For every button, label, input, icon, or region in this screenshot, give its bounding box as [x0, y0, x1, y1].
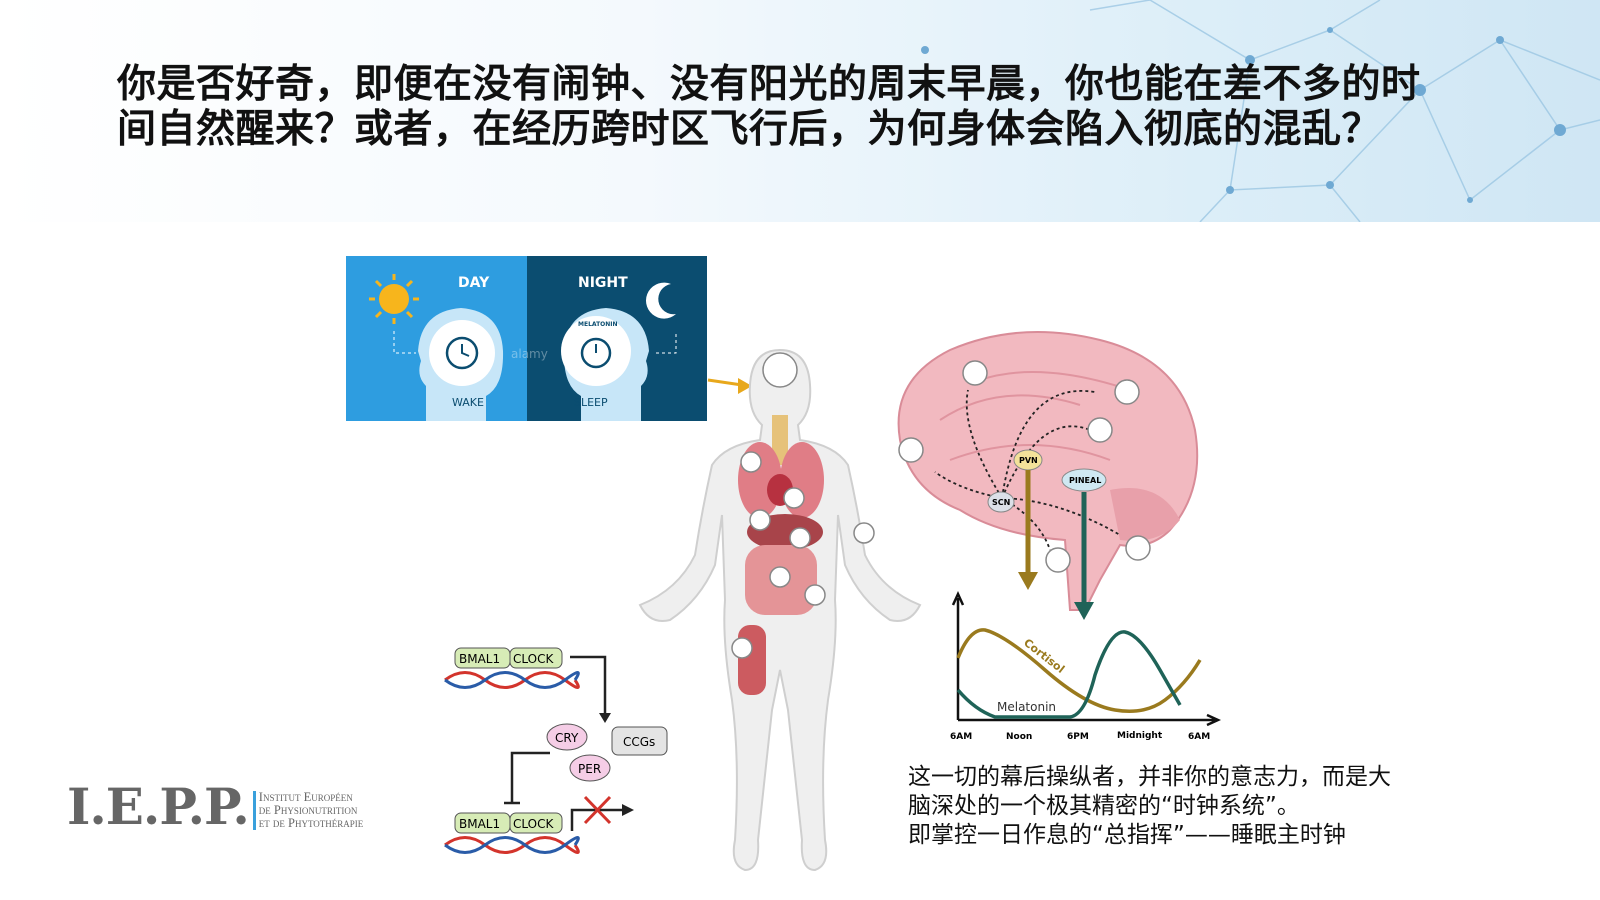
per-label: PER	[578, 762, 601, 776]
title-line-2: 间自然醒来？或者，在经历跨时区飞行后，为何身体会陷入彻底的混乱？	[117, 107, 1382, 152]
melatonin-label: Melatonin	[997, 700, 1056, 714]
tick-label: 6AM	[950, 732, 972, 742]
cry-label: CRY	[555, 731, 579, 745]
wake-label: WAKE	[452, 396, 484, 409]
head-wake	[393, 308, 504, 421]
cortisol-curve	[956, 628, 1202, 713]
logo-line-1: Institut Européen	[258, 790, 353, 804]
caption-line-3: 即掌控一日作息的“总指挥”——睡眠主时钟	[908, 822, 1346, 848]
clock-label: CLOCK	[513, 652, 554, 666]
brain-illustration: PVN PINEAL SCN	[897, 331, 1199, 620]
header-banner	[0, 0, 1600, 223]
day-night-illustration: DAY NIGHT WAKE MELATONIN SLEEP alamy	[346, 256, 707, 421]
dna-top	[444, 671, 580, 689]
dna-bottom	[444, 836, 580, 854]
gene-feedback-diagram: BMAL1 CLOCK CCGs CRY PER BMAL1 CLOCK	[444, 647, 668, 854]
day-label: DAY	[458, 275, 490, 291]
pineal-label: PINEAL	[1069, 476, 1101, 485]
caption-line-2: 脑深处的一个极其精密的“时钟系统”。	[908, 793, 1300, 819]
bmal1-label: BMAL1	[459, 817, 500, 831]
melatonin-curve	[956, 630, 1182, 719]
logo-line-2: de Physionutrition	[258, 803, 358, 817]
tick-label: Noon	[1006, 732, 1032, 742]
logo-mark: I.E.P.P.	[67, 777, 250, 836]
head-sleep	[561, 308, 677, 421]
network-pattern	[921, 0, 1600, 223]
hormone-chart: Cortisol Melatonin 6AM Noon 6PM Midnight…	[950, 590, 1222, 742]
ccgs-label: CCGs	[623, 735, 655, 749]
tick-label: 6PM	[1067, 732, 1089, 742]
moon-icon	[646, 282, 676, 319]
night-label: NIGHT	[578, 275, 628, 291]
title-line-1: 你是否好奇，即便在没有闹钟、没有阳光的周末早晨，你也能在差不多的时	[117, 62, 1421, 107]
clock-label: CLOCK	[513, 817, 554, 831]
tick-label: Midnight	[1117, 731, 1163, 741]
sleep-label: SLEEP	[574, 396, 608, 409]
page-title: 你是否好奇，即便在没有闹钟、没有阳光的周末早晨，你也能在差不多的时 间自然醒来？…	[117, 62, 1537, 152]
clock-icons	[731, 352, 875, 659]
bmal1-label: BMAL1	[459, 652, 500, 666]
melatonin-label: MELATONIN	[578, 321, 618, 328]
human-body-illustration	[638, 348, 922, 872]
pvn-label: PVN	[1019, 456, 1038, 465]
logo-text: Institut Européen de Physionutrition et …	[252, 790, 364, 830]
logo-line-3: et de Phytothérapie	[258, 816, 364, 830]
tick-label: 6AM	[1188, 732, 1210, 742]
scn-label: SCN	[992, 498, 1010, 507]
sun-icon	[369, 274, 419, 324]
blocked-x-icon	[583, 795, 612, 825]
iepp-logo: I.E.P.P. Institut Européen de Physionutr…	[67, 777, 364, 836]
caption-line-1: 这一切的幕后操纵者，并非你的意志力，而是大	[908, 764, 1391, 790]
watermark: alamy	[511, 347, 548, 361]
caption-text: 这一切的幕后操纵者，并非你的意志力，而是大 脑深处的一个极其精密的“时钟系统”。…	[908, 763, 1391, 850]
